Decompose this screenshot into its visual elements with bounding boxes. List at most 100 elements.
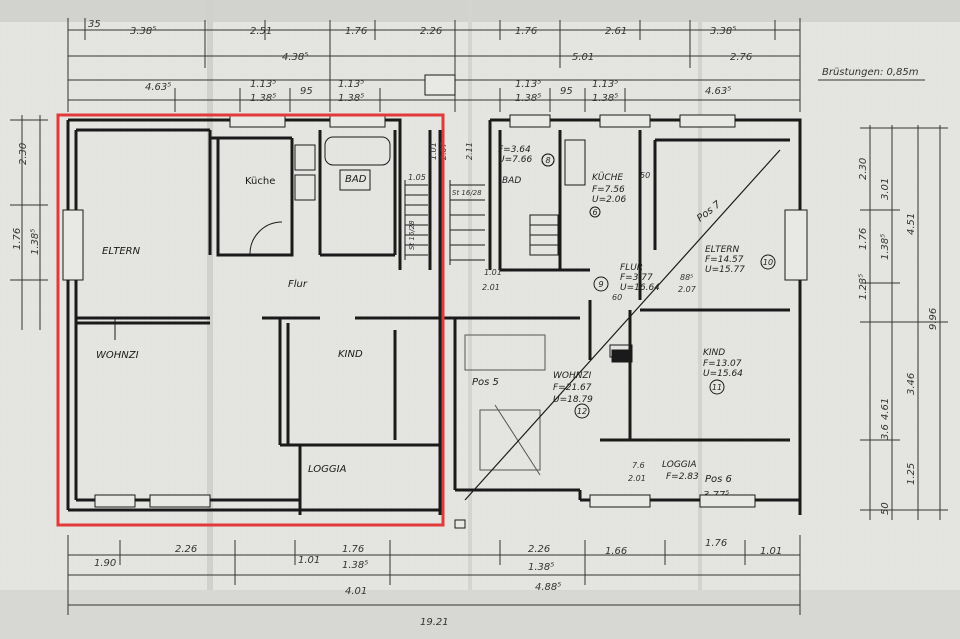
dim-label: 3.01 — [880, 178, 891, 200]
room-perimeter: U=15.77 — [705, 265, 745, 275]
dim-label: 1.13⁵ — [592, 79, 618, 90]
dim-label: 1.13⁵ — [338, 79, 364, 90]
dim-label: 4.61 — [880, 398, 891, 420]
note-label: Brüstungen: 0,85m — [822, 67, 919, 78]
dim-label: 7.6 — [632, 461, 645, 470]
pos-label: Pos 5 — [472, 377, 499, 388]
room-perimeter: U=15.64 — [703, 369, 743, 379]
room-label-kind-r: KIND — [703, 348, 725, 358]
dim-label: 9.96 — [928, 308, 939, 330]
dim-label: 1.38⁵ — [592, 93, 618, 104]
misc-details — [424, 74, 633, 529]
dim-label: 1.38⁵ — [528, 562, 554, 573]
dim-label: 3.38⁵ — [130, 26, 156, 37]
door-swing — [249, 221, 283, 256]
room-area: F=14.57 — [705, 255, 744, 265]
room-label-wohnzi-r: WOHNZI — [553, 371, 592, 381]
dim-label: 2.11 — [465, 142, 474, 160]
dim-label: 2.26 — [175, 544, 197, 555]
room-label-bad-r: BAD — [502, 176, 521, 186]
dim-label: 2.51 — [250, 26, 272, 37]
room-perimeter: U=18.79 — [553, 395, 593, 405]
dim-label: 3.6 — [880, 424, 891, 440]
stair-label: St 16/28 — [408, 220, 416, 250]
dim-label: 1.76 — [345, 26, 367, 37]
room-perimeter: U=7.66 — [498, 155, 532, 165]
dim-label: 1.38⁵ — [515, 93, 541, 104]
room-label-kueche-r: KÜCHE — [592, 172, 623, 183]
dim-label: 88⁵ — [680, 273, 693, 282]
room-area: F=13.07 — [703, 359, 742, 369]
dim-label: 1.76 — [515, 26, 537, 37]
dim-label: 3.38⁵ — [710, 26, 736, 37]
dim-label: 2.07 — [678, 285, 697, 294]
dim-label: 95 — [560, 86, 573, 97]
room-area: F=7.56 — [592, 185, 625, 195]
dim-label: 1.01 — [484, 268, 502, 277]
room-number: 6 — [592, 208, 597, 217]
dim-label: 2.26 — [528, 544, 550, 555]
dim-label: 1.25 — [906, 463, 917, 485]
dim-label: 50 — [640, 171, 650, 180]
stair-label-right: St 16/28 — [452, 189, 482, 197]
room-area: F=21.67 — [553, 383, 592, 393]
dim-label: 1.01 — [298, 555, 320, 566]
dim-label: 4.51 — [906, 213, 917, 235]
stairs-left — [404, 180, 428, 260]
room-number: 11 — [712, 383, 722, 392]
inner-dimension-labels: 1.01 2.07 1.05 2.11 1.01 2.01 7.6 88⁵ 2.… — [408, 141, 697, 483]
dim-label: 1.76 — [705, 538, 727, 549]
room-label-loggia: LOGGIA — [308, 464, 347, 475]
dim-label: 3.46 — [906, 373, 917, 395]
room-perimeter: U=2.06 — [592, 195, 626, 205]
dim-label: 4.38⁵ — [282, 52, 308, 63]
dim-label: 2.26 — [420, 26, 442, 37]
room-number: 10 — [763, 258, 773, 267]
dim-label: 4.01 — [345, 586, 367, 597]
room-label-flur: Flur — [288, 279, 308, 290]
dim-label: 1.38⁵ — [30, 229, 41, 255]
living-furniture — [464, 334, 546, 476]
pos-label: Pos 6 — [705, 474, 732, 485]
room-perimeter: U=16.64 — [620, 283, 660, 293]
room-label-eltern: ELTERN — [102, 246, 141, 257]
dim-label: 2.76 — [730, 52, 752, 63]
dim-label: 1.38⁵ — [342, 560, 368, 571]
dim-label: 1.66 — [605, 546, 627, 557]
dim-label: 4.88⁵ — [535, 582, 561, 593]
paper-fold-top — [0, 0, 960, 22]
dim-label: 2.01 — [482, 283, 500, 292]
room-label-kueche: Küche — [245, 176, 275, 187]
walls-left-apartment — [66, 118, 442, 515]
dim-label: 1.01 — [760, 546, 782, 557]
room-label-loggia-r: LOGGIA — [662, 460, 697, 470]
room-number: 8 — [545, 156, 550, 165]
dim-label: 1.76 — [858, 228, 869, 250]
windows-left — [62, 114, 386, 508]
dim-label: 5.01 — [572, 52, 594, 63]
room-labels-right: KÜCHE F=7.56 U=2.06 F=3.64 U=7.66 BAD FL… — [498, 145, 745, 482]
dimension-labels-side: 2.30 1.76 1.38⁵ 2.30 3.01 4.51 1.76 1.38… — [12, 143, 939, 515]
room-area: F=3.77 — [620, 273, 653, 283]
dim-label: 1.38⁵ — [250, 93, 276, 104]
highlight-frame — [56, 113, 445, 527]
dim-label: 2.61 — [605, 26, 627, 37]
room-label-bad: BAD — [345, 174, 367, 185]
dim-label: 1.23⁵ — [858, 274, 869, 300]
dim-label: 19.21 — [420, 617, 449, 628]
dim-label: 1.13⁵ — [515, 79, 541, 90]
room-label-eltern-r: ELTERN — [705, 245, 740, 255]
bath-fixtures — [294, 136, 391, 201]
dim-label: 1.76 — [342, 544, 364, 555]
dim-label: 1.90 — [94, 558, 116, 569]
dim-label: 2.30 — [18, 143, 29, 165]
dim-label: 2.30 — [858, 158, 869, 180]
dim-label: 50 — [880, 502, 891, 515]
room-area: F=3.64 — [498, 145, 531, 155]
room-labels-left: Küche BAD ELTERN Flur WOHNZI KIND LOGGIA — [96, 174, 367, 475]
dim-label: 4.63⁵ — [705, 86, 731, 97]
room-numbers: 9 10 11 12 6 8 — [545, 156, 773, 416]
dim-label: 1.38⁵ — [880, 234, 891, 260]
room-label-flur-r: FLUR — [620, 263, 643, 273]
